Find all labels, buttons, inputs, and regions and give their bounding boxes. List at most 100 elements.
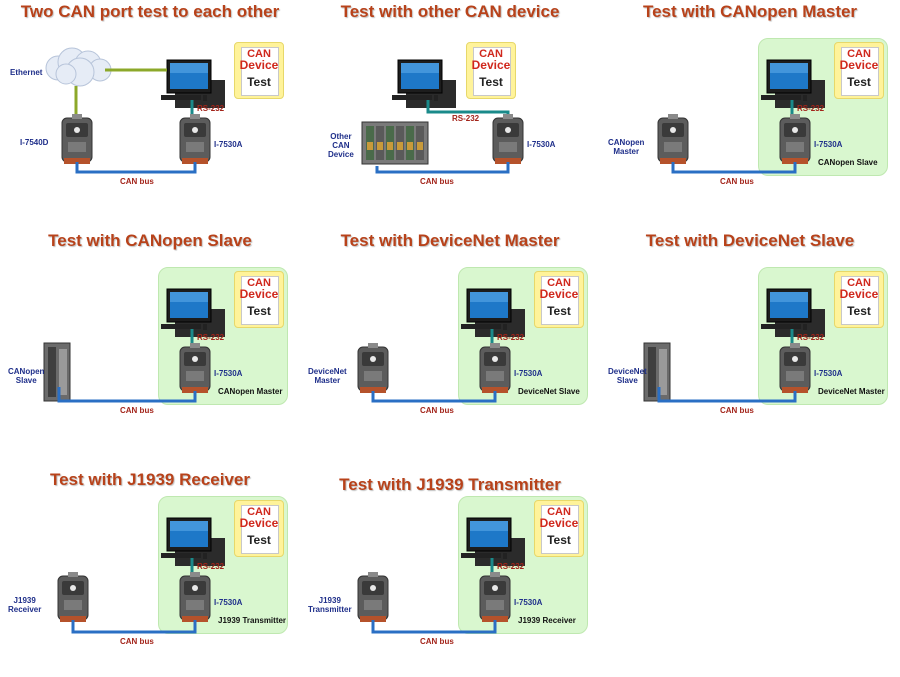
badge-line2: Device: [239, 287, 279, 301]
connection-diagram: [57, 517, 225, 634]
can-bus-label: CAN bus: [720, 177, 754, 186]
panel-title: Test with CANopen Master: [642, 2, 858, 21]
i7530a-module-icon: [479, 572, 511, 622]
i7530a-module-icon: [779, 343, 811, 393]
badge-line1: CAN: [547, 277, 571, 289]
badge-line1: CAN: [547, 506, 571, 518]
rs232-label: RS-232: [197, 562, 225, 571]
i7530a-module-icon: [179, 343, 211, 393]
can-device-rack-icon: [361, 121, 429, 165]
pc-icon: [761, 288, 825, 337]
badge-document-icon: [841, 47, 879, 96]
can-bus-cable: [657, 387, 797, 403]
rs232-label: RS-232: [497, 562, 525, 571]
badge-document-icon: [473, 47, 511, 96]
can-bus-label: CAN bus: [420, 637, 454, 646]
connection-diagram: [43, 288, 225, 403]
rs232-label: RS-232: [197, 333, 225, 342]
badge-line3: Test: [479, 75, 503, 89]
zone-role-label: DeviceNet Slave: [518, 387, 580, 396]
right-device-label: I-7530A: [514, 598, 543, 607]
left-device-label: I-7540D: [20, 138, 49, 147]
badge-line2: Device: [239, 516, 279, 530]
connection-diagram: [361, 59, 524, 174]
pc-icon: [761, 59, 825, 108]
right-device-label: I-7530A: [527, 140, 556, 149]
pc-icon: [461, 288, 525, 337]
right-device-label: I-7530A: [514, 369, 543, 378]
zone-role-label: J1939 Receiver: [518, 616, 576, 625]
badge-line2: Device: [839, 58, 879, 72]
master-device-icon: [657, 114, 689, 164]
panel-title: Test with J1939 Receiver: [49, 470, 250, 489]
badge-line3: Test: [847, 304, 871, 318]
badge-line2: Device: [539, 287, 579, 301]
pc-icon: [392, 59, 456, 108]
rs232-label: RS-232: [497, 333, 525, 342]
right-device-label: I-7530A: [814, 140, 843, 149]
can-bus-cable: [71, 620, 197, 634]
rs232-label: RS-232: [197, 104, 225, 113]
rs232-label: RS-232: [797, 333, 825, 342]
can-bus-label: CAN bus: [120, 406, 154, 415]
slave-device-icon: [43, 342, 71, 402]
i7530a-module-icon: [179, 114, 211, 164]
panel-title: Test with DeviceNet Slave: [645, 231, 855, 250]
panel-title: Test with other CAN device: [340, 2, 560, 21]
i7530a-module-icon: [179, 572, 211, 622]
can-bus-label: CAN bus: [120, 177, 154, 186]
badge-line1: CAN: [247, 506, 271, 518]
connection-diagram: [45, 47, 225, 174]
badge-line1: CAN: [247, 277, 271, 289]
badge-line3: Test: [247, 533, 271, 547]
badge-line2: Device: [839, 287, 879, 301]
badge-line1: CAN: [847, 277, 871, 289]
panel-title: Test with J1939 Transmitter: [339, 475, 561, 494]
connection-diagram: [657, 59, 825, 174]
panel-title: Two CAN port test to each other: [20, 2, 280, 21]
zone-role-label: J1939 Transmitter: [218, 616, 287, 625]
panel-title: Test with CANopen Slave: [48, 231, 252, 250]
rs232-label: RS-232: [452, 114, 480, 123]
can-bus-label: CAN bus: [420, 406, 454, 415]
badge-line1: CAN: [847, 48, 871, 60]
rs232-cable: [426, 100, 510, 114]
badge-line2: Device: [471, 58, 511, 72]
i7540d-module-icon: [61, 114, 93, 164]
rs232-label: RS-232: [797, 104, 825, 113]
badge-line3: Test: [247, 75, 271, 89]
pc-icon: [161, 517, 225, 566]
can-bus-cable: [371, 620, 497, 634]
badge-line3: Test: [547, 304, 571, 318]
master-device-icon: [57, 572, 89, 622]
zone-role-label: DeviceNet Master: [818, 387, 885, 396]
connection-diagram: [643, 288, 825, 403]
master-device-icon: [357, 343, 389, 393]
can-bus-cable: [57, 387, 197, 403]
can-bus-label: CAN bus: [720, 406, 754, 415]
right-device-label: I-7530A: [214, 598, 243, 607]
badge-line3: Test: [847, 75, 871, 89]
badge-document-icon: [541, 276, 579, 325]
master-device-icon: [357, 572, 389, 622]
right-device-label: I-7530A: [214, 369, 243, 378]
can-bus-label: CAN bus: [420, 177, 454, 186]
panel-title: Test with DeviceNet Master: [340, 231, 560, 250]
badge-line1: CAN: [479, 48, 503, 60]
zone-role-label: CANopen Slave: [818, 158, 878, 167]
